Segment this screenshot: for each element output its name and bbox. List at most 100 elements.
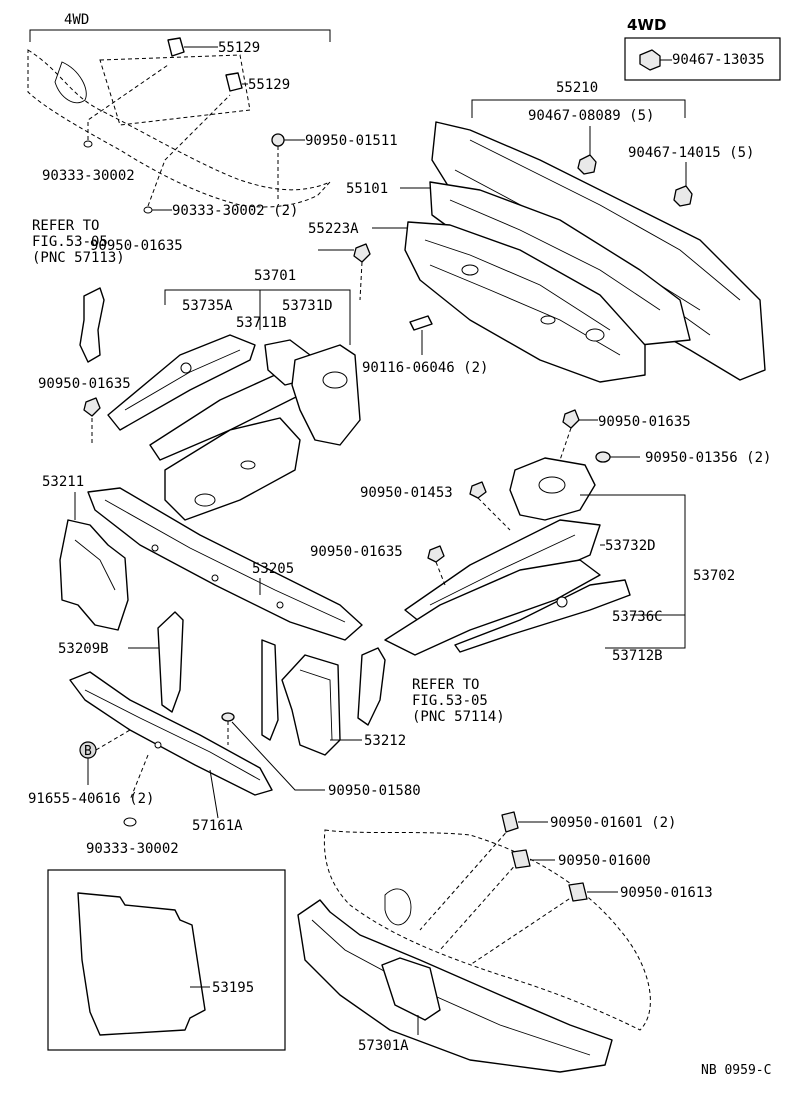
label-53711B: 53711B (236, 315, 287, 331)
label-90116-06046: 90116-06046 (2) (362, 360, 488, 376)
label-refer2-line3: (PNC 57114) (412, 709, 505, 725)
label-57301A: 57301A (358, 1038, 409, 1054)
label-refer2-line1: REFER TO (412, 677, 479, 693)
label-90467-08089: 90467-08089 (5) (528, 108, 654, 124)
seal-53195-box (47, 869, 286, 1051)
diagram-code: NB 0959-C (701, 1063, 771, 1078)
label-53209B: 53209B (58, 641, 109, 657)
label-refer1-line1: REFER TO (32, 218, 99, 234)
label-53735A: 53735A (182, 298, 233, 314)
label-90333-30002-b: 90333-30002 (2) (172, 203, 298, 219)
clip-90950-01453[interactable] (469, 481, 487, 499)
label-90467-13035: 90467-13035 (672, 52, 765, 68)
plug-90333-30002-a[interactable] (83, 140, 93, 148)
label-53212: 53212 (364, 733, 406, 749)
apron-panel-53712B[interactable] (384, 559, 601, 656)
label-53702: 53702 (693, 568, 735, 584)
bracket-53212-group: 53212 REFER TO FIG.53-05 (PNC 57114) (261, 639, 505, 756)
bolt-4wd-box-group: 4WD 90467-13035 (624, 16, 781, 81)
bolt-4wd-box (624, 37, 781, 81)
plug-90333-30002-b[interactable] (143, 206, 153, 214)
label-53712B: 53712B (612, 648, 663, 664)
bracket-57114[interactable] (357, 647, 386, 726)
label-91655-40616: 91655-40616 (2) (28, 791, 154, 807)
label-refer2-line2: FIG.53-05 (412, 693, 488, 709)
label-53736C: 53736C (612, 609, 663, 625)
hinge-part-55129-a[interactable] (167, 37, 185, 57)
seal-53195-group: 53195 (47, 869, 286, 1051)
label-90950-01453: 90950-01453 (360, 485, 453, 501)
bracket-57113[interactable] (79, 287, 105, 363)
apron-member-53736C[interactable] (454, 579, 631, 653)
plug-90333-30002-c[interactable] (123, 817, 137, 827)
radiator-support-group: 53211 53205 (42, 474, 363, 641)
apron-rear-53731D[interactable] (291, 344, 361, 446)
label-53195: 53195 (212, 980, 254, 996)
label-refer1-line3: (PNC 57113) (32, 250, 125, 266)
label-57161A: 57161A (192, 818, 243, 834)
clip-90467-14015[interactable] (673, 185, 693, 207)
label-90950-01356: 90950-01356 (2) (645, 450, 771, 466)
clip-left-group: 90950-01635 (38, 376, 131, 445)
label-53205: 53205 (252, 561, 294, 577)
label-refer1-line2: FIG.53-05 (32, 234, 108, 250)
label-53701: 53701 (254, 268, 296, 284)
clip-90950-01635-c[interactable] (562, 409, 580, 429)
apron-member-53735A[interactable] (107, 334, 256, 431)
apron-53702-group: 90950-01635 90950-01356 (2) 90950-01453 … (310, 409, 771, 664)
label-90950-01635-c: 90950-01635 (598, 414, 691, 430)
clip-90950-01580[interactable] (221, 712, 235, 722)
label-55210: 55210 (556, 80, 598, 96)
label-90950-01600: 90950-01600 (558, 853, 651, 869)
clip-90467-08089[interactable] (577, 154, 597, 175)
badge-b-label: B (84, 744, 92, 759)
label-53211: 53211 (42, 474, 84, 490)
bumper-group: 90950-01601 (2) 90950-01600 90950-01613 … (297, 811, 713, 1073)
dash-insulator-55223A[interactable] (404, 221, 646, 383)
label-90950-01635-a: 90950-01635 (90, 238, 183, 254)
stud-90116-06046[interactable] (409, 315, 433, 331)
label-4wd-right: 4WD (627, 16, 666, 34)
label-90333-30002-c: 90333-30002 (86, 841, 179, 857)
label-90467-14015: 90467-14015 (5) (628, 145, 754, 161)
dash-panel-group: 55210 90467-08089 (5) 90467-14015 (5) 55… (308, 80, 766, 383)
label-4wd-left: 4WD (64, 12, 89, 28)
label-90950-01511: 90950-01511 (305, 133, 398, 149)
label-53732D: 53732D (605, 538, 656, 554)
support-bracket-53209B[interactable] (157, 611, 184, 713)
label-90950-01635-d: 90950-01635 (310, 544, 403, 560)
clip-90950-01600[interactable] (511, 849, 531, 869)
bracket-53212-a[interactable] (261, 639, 279, 741)
bumper-bracket-57301A (381, 957, 441, 1021)
hood-4wd-group: 4WD 55129 55129 90950-01511 90333-30002 … (27, 12, 398, 219)
label-90950-01613: 90950-01613 (620, 885, 713, 901)
clip-90950-01613[interactable] (568, 882, 588, 902)
clip-90950-01601[interactable] (501, 811, 519, 833)
bumper-reinforcement-57301A[interactable] (297, 899, 613, 1073)
bolt-90467-13035[interactable] (639, 49, 661, 71)
clip-90950-01356[interactable] (595, 451, 611, 463)
label-55129-a: 55129 (218, 40, 260, 56)
clip-90950-01635-a[interactable] (353, 243, 371, 263)
clip-90950-01635-d[interactable] (427, 545, 445, 563)
refer-57113-group: REFER TO FIG.53-05 (PNC 57113) (32, 218, 125, 363)
label-90950-01580: 90950-01580 (328, 783, 421, 799)
label-55223A: 55223A (308, 221, 359, 237)
label-53731D: 53731D (282, 298, 333, 314)
label-55129-b: 55129 (248, 77, 290, 93)
label-90333-30002-a: 90333-30002 (42, 168, 135, 184)
label-90950-01601: 90950-01601 (2) (550, 815, 676, 831)
lower-support-group: 53209B 57161A B 91655-40616 (2) 90950-01… (28, 611, 421, 857)
support-side-53211[interactable] (59, 519, 129, 631)
clip-90950-01635-b[interactable] (83, 397, 101, 417)
clip-90950-01511[interactable] (271, 133, 285, 147)
apron-53701-group: 90950-01635 53701 53735A 53731D 53711B (90, 238, 371, 521)
apron-lower-53711B[interactable] (164, 417, 301, 521)
hinge-part-55129-b[interactable] (225, 72, 243, 92)
label-90950-01635-b: 90950-01635 (38, 376, 131, 392)
seal-53195[interactable] (77, 892, 206, 1036)
label-55101: 55101 (346, 181, 388, 197)
bracket-53212-b[interactable] (281, 654, 341, 756)
support-upper-53205[interactable] (87, 487, 363, 641)
